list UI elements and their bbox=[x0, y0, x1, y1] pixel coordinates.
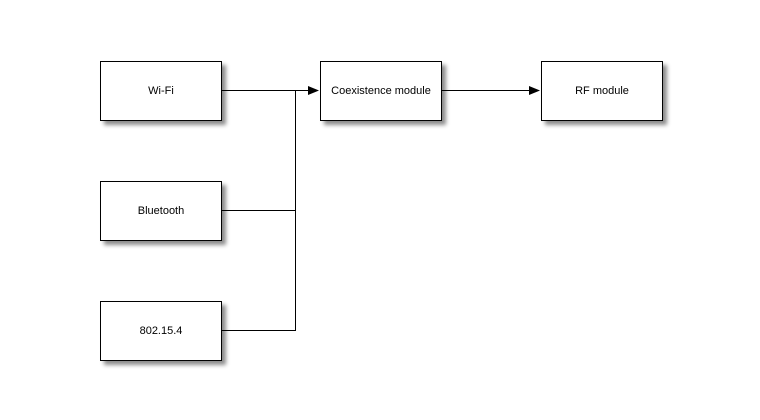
node-802154-label: 802.15.4 bbox=[139, 324, 183, 337]
node-bluetooth: Bluetooth bbox=[100, 181, 222, 241]
node-bluetooth-label: Bluetooth bbox=[137, 204, 185, 217]
arrowhead-rf bbox=[529, 86, 540, 95]
node-802154: 802.15.4 bbox=[100, 301, 222, 361]
node-coexistence-module-label: Coexistence module bbox=[331, 84, 431, 97]
node-wifi: Wi-Fi bbox=[100, 61, 222, 121]
arrowhead-coexistence bbox=[308, 86, 319, 95]
node-rf-module: RF module bbox=[541, 61, 663, 121]
node-rf-module-label: RF module bbox=[575, 84, 629, 97]
node-wifi-label: Wi-Fi bbox=[148, 84, 174, 97]
node-coexistence-module: Coexistence module bbox=[320, 61, 442, 121]
